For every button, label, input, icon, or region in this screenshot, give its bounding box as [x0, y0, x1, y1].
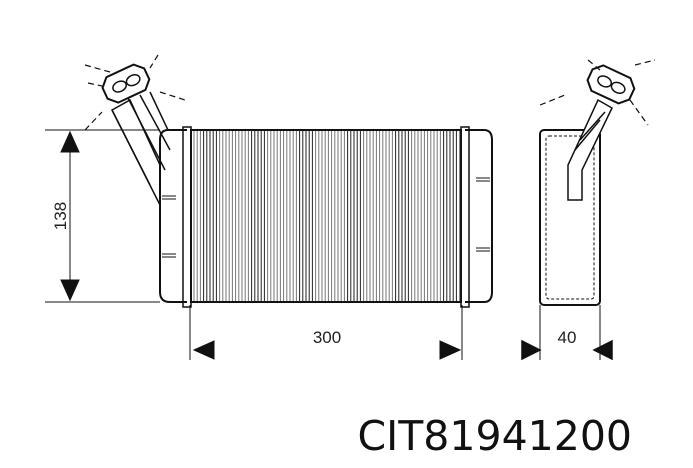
- height-label: 138: [51, 202, 70, 230]
- width-label: 300: [313, 328, 341, 347]
- core: [190, 129, 462, 303]
- part-number: CIT81941200: [358, 412, 632, 460]
- width-dimension: [189, 305, 463, 360]
- left-header-plate: [182, 126, 192, 308]
- pipe-flange: [101, 63, 151, 104]
- arrow-left-icon: [592, 339, 613, 361]
- depth-label: 40: [558, 328, 577, 347]
- arrow-down-icon: [60, 279, 80, 302]
- side-view: [521, 59, 656, 361]
- arrow-right-icon: [521, 339, 542, 361]
- height-dimension: [45, 129, 160, 303]
- right-tank: [465, 129, 493, 303]
- arrow-right-icon: [439, 340, 462, 360]
- right-header-plate: [460, 126, 470, 308]
- tank-marks: [162, 177, 490, 258]
- inlet-pipes: [111, 91, 171, 206]
- arrow-up-icon: [60, 130, 80, 153]
- arrow-left-icon: [192, 340, 215, 360]
- flange-dashed-lines: [84, 54, 186, 131]
- left-tank: [159, 129, 187, 303]
- core-fins: [193, 131, 461, 301]
